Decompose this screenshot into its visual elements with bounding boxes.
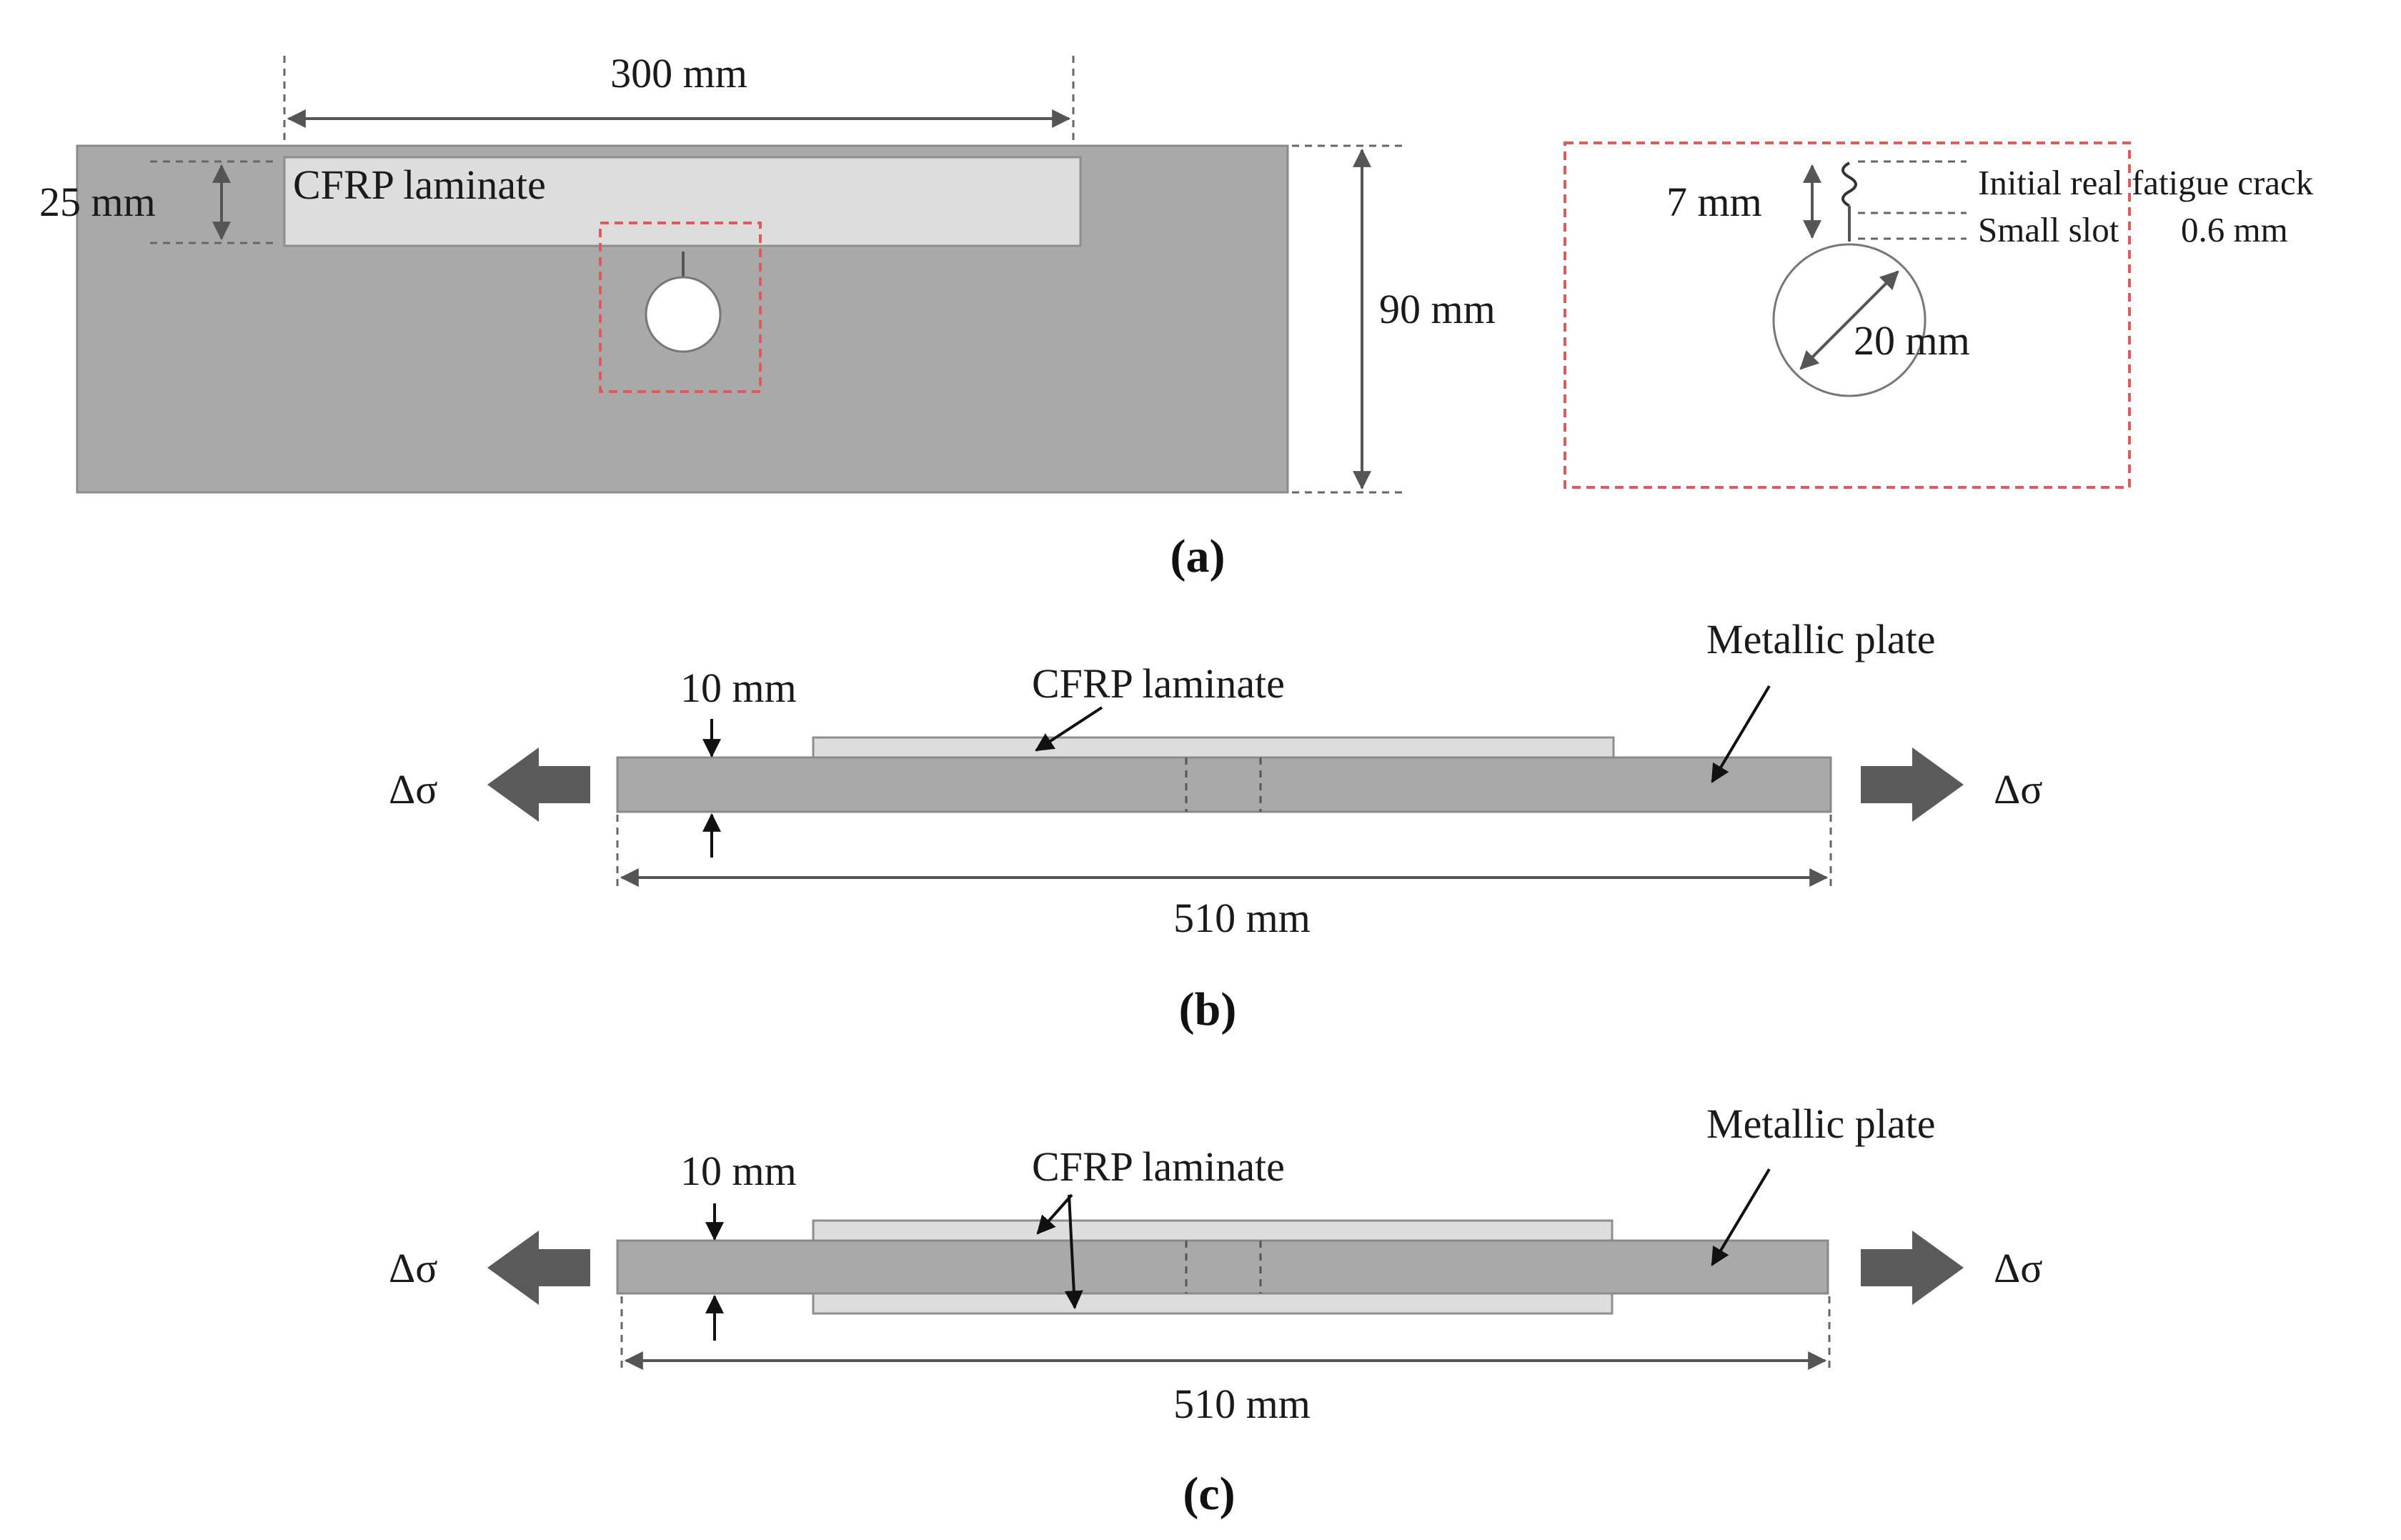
- plate-pointer-b: [1711, 685, 1771, 783]
- caption-a: (a): [1170, 530, 1226, 582]
- dim-90-label: 90 mm: [1379, 286, 1496, 332]
- panel-c: Δσ Δσ 10 mm CFRP laminate Metallic plate…: [389, 1101, 2043, 1520]
- dim-25-label: 25 mm: [39, 179, 156, 225]
- dim-20-line: [1799, 270, 1899, 370]
- metallic-plate-b: [616, 756, 1832, 813]
- cfrp-pointer-c-top: [1036, 1193, 1073, 1235]
- slot-label: Small slot: [1978, 210, 2119, 249]
- detail-frame: [1564, 141, 2131, 489]
- cfrp-label-a: CFRP laminate: [293, 162, 546, 208]
- fatigue-crack-icon: [1841, 162, 1857, 207]
- plate-label-c: Metallic plate: [1706, 1101, 1935, 1147]
- cfrp-laminate-strip: [283, 156, 1082, 247]
- cfrp-laminate-c-top: [812, 1219, 1614, 1242]
- caption-b: (b): [1179, 983, 1237, 1035]
- metallic-plate-c: [616, 1239, 1829, 1295]
- stress-label-right-b: Δσ: [1994, 766, 2043, 813]
- dim-510-label-b: 510 mm: [1173, 895, 1311, 941]
- crack-label: Initial real fatigue crack: [1978, 163, 2314, 202]
- detail-region-marker: [599, 222, 762, 393]
- panel-b: Δσ Δσ 10 mm CFRP laminate Metallic plate…: [389, 616, 2043, 1035]
- cfrp-label-b: CFRP laminate: [1032, 660, 1285, 707]
- panel-a: CFRP laminate 300 mm 25 mm 90 mm: [39, 50, 2314, 582]
- dim-510-label-c: 510 mm: [1173, 1381, 1311, 1427]
- stress-arrow-right-b: [1861, 747, 1964, 822]
- stress-arrow-right-c: [1861, 1231, 1964, 1305]
- cfrp-pointer-c-bottom: [1064, 1194, 1083, 1310]
- plate-label-b: Metallic plate: [1706, 616, 1935, 662]
- dim-20-label: 20 mm: [1854, 317, 1970, 364]
- stress-label-right-c: Δσ: [1994, 1245, 2043, 1291]
- dim-7-label: 7 mm: [1666, 179, 1762, 225]
- stress-arrow-left-c: [487, 1231, 590, 1305]
- dim-10-label-b: 10 mm: [680, 665, 797, 711]
- caption-c: (c): [1183, 1468, 1235, 1520]
- cfrp-label-c: CFRP laminate: [1032, 1143, 1285, 1190]
- slot-value: 0.6 mm: [2181, 210, 2288, 249]
- stress-label-left-b: Δσ: [389, 766, 438, 813]
- detail-view: Initial real fatigue crack Small slot 0.…: [1564, 141, 2314, 489]
- dim-10-label-c: 10 mm: [680, 1148, 797, 1194]
- cfrp-laminate-b: [812, 736, 1615, 759]
- stress-arrow-left-b: [487, 747, 590, 822]
- plate-pointer-c: [1711, 1168, 1771, 1266]
- cfrp-laminate-c-bottom: [812, 1292, 1614, 1315]
- central-hole: [645, 276, 722, 353]
- stress-label-left-c: Δσ: [389, 1245, 438, 1291]
- dim-300-label: 300 mm: [610, 50, 747, 96]
- cfrp-pointer-b: [1035, 706, 1103, 752]
